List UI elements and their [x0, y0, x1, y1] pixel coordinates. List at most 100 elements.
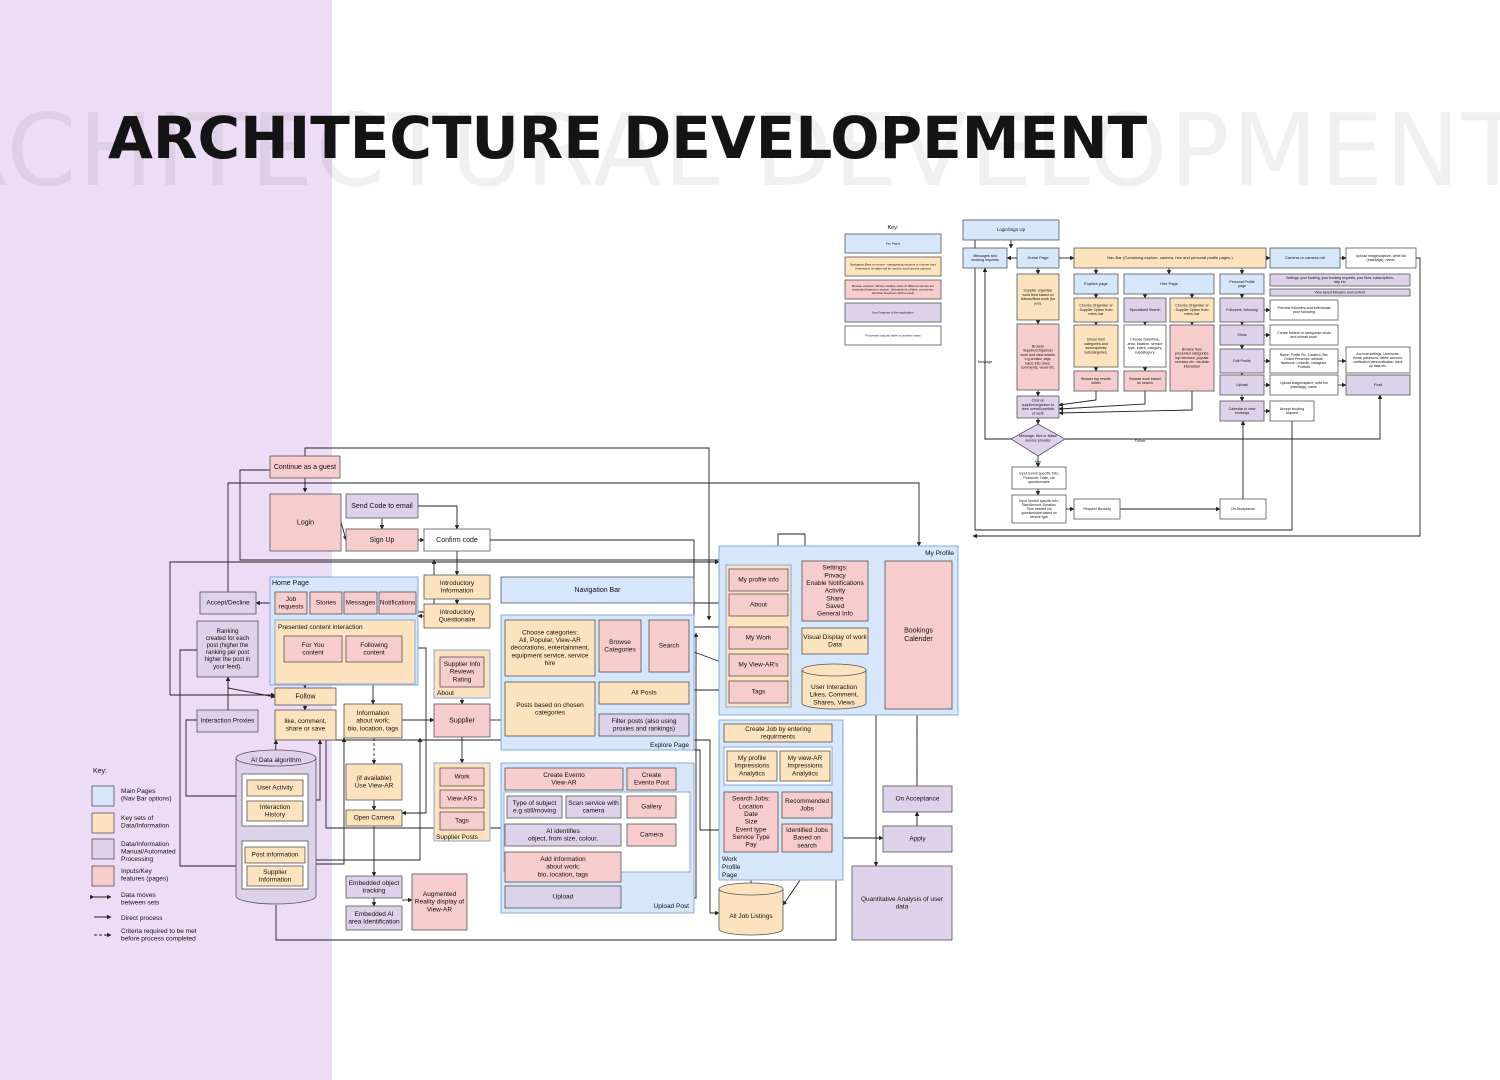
early-upload-image-label: Upload image/capture, write bio(hashtags…: [1356, 254, 1407, 262]
all-posts-box: All Posts: [598, 681, 690, 705]
early-settings-line-box: Settings; your booking, your booking req…: [1269, 273, 1411, 287]
about-btn-box: About: [728, 593, 789, 617]
continue-guest-box: Continue as a guest: [269, 455, 341, 479]
early-input-event-box: Input Event specific Info;Postcode, Date…: [1011, 466, 1067, 490]
early-hire-label: Hire: [1035, 460, 1042, 464]
camera-label: Camera: [640, 832, 664, 839]
my-profile-area-label: My Profile: [925, 550, 954, 557]
follow-box: Follow: [274, 687, 337, 706]
connector-line: [972, 257, 1421, 539]
like-comment-box: like, comment,share or save: [274, 709, 337, 741]
tags-profile-box: Tags: [728, 680, 789, 704]
connector-line: [1058, 391, 1097, 407]
upload-post-label: Upload Post: [654, 903, 690, 910]
small-key-swatch: [844, 279, 942, 300]
connector-line: [325, 739, 506, 831]
early-hire-page-box: Hire Page: [1123, 273, 1215, 295]
send-code-label: Send Code to email: [351, 503, 413, 510]
connector-line: [179, 649, 243, 869]
early-nav-bar-label: Nav Bar (Containing explore, camera, hir…: [1107, 255, 1233, 260]
early-settings-line-label: Settings; your booking, your booking req…: [1286, 276, 1394, 284]
search-label: Search: [659, 643, 680, 650]
key-swatch: [91, 838, 115, 860]
about-btn-label: About: [750, 602, 767, 609]
connector-line: [308, 737, 347, 865]
early-request-booking-label: Request Booking: [1083, 507, 1110, 511]
notifications-box: Notifications: [378, 591, 417, 615]
small-key-swatch: [844, 302, 942, 323]
early-camera-roll-label: Camera or camera roll: [1285, 255, 1325, 260]
connector-line: [316, 737, 423, 861]
early-upload-box: Upload: [1219, 374, 1265, 396]
my-view-ars-label: My View-AR's: [738, 662, 779, 669]
navigation-bar-box: Navigation Bar: [500, 576, 695, 604]
early-shots-box: Shots: [1219, 324, 1265, 346]
interaction-proxies-box: Interaction Proxies: [196, 709, 259, 733]
early-upload-label: Upload: [1236, 383, 1247, 387]
interaction-proxies-label: Interaction Proxies: [201, 718, 256, 725]
small-key-swatch: [844, 256, 942, 277]
supplier-posts-label: Supplier Posts: [436, 834, 479, 841]
slide-title: ARCHITECTURE DEVELOPEMENT: [108, 104, 1148, 172]
early-nav-bar-box: Nav Bar (Containing explore, camera, hir…: [1073, 247, 1267, 269]
my-work-box: My Work: [728, 626, 789, 650]
user-interaction-cylinder: [801, 663, 867, 710]
work-box: Work: [439, 767, 485, 787]
stories-box: Stories: [309, 591, 343, 615]
connector-line: [694, 749, 725, 833]
small-key-item: Processes (inputs) taken to achieve task…: [865, 334, 921, 338]
send-code-box: Send Code to email: [345, 493, 419, 519]
follow-label: Follow: [295, 693, 316, 700]
key-title: Key:: [93, 768, 107, 775]
my-view-ars-box: My View-AR's: [728, 653, 789, 677]
early-edit-profile-box: Edit Profile: [1219, 348, 1265, 374]
small-key-swatch: [844, 233, 942, 254]
early-input-service-box: Input Service specific Info;Size/Amount,…: [1011, 494, 1067, 524]
stories-label: Stories: [316, 600, 337, 607]
early-specialised-search-label: Specialised Search: [1130, 308, 1161, 312]
connector-line: [1058, 391, 1193, 416]
gallery-label: Gallery: [641, 804, 662, 811]
work-label: Work: [454, 774, 470, 781]
